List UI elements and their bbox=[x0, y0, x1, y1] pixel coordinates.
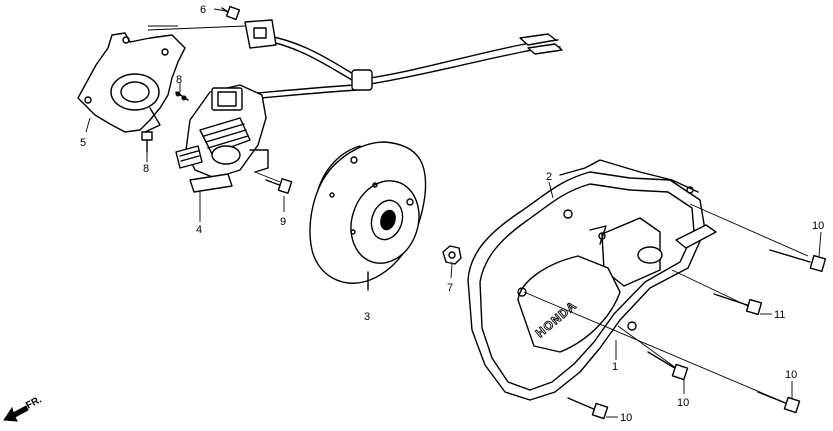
screw-8-upper bbox=[175, 91, 189, 101]
callout-10-top: 10 bbox=[812, 220, 824, 232]
callout-6: 6 bbox=[200, 4, 206, 16]
callout-1: 1 bbox=[612, 361, 618, 373]
callout-2: 2 bbox=[546, 171, 552, 183]
bolt-10-center bbox=[617, 325, 689, 381]
connector-left bbox=[519, 33, 557, 46]
leader-lines bbox=[85, 8, 822, 418]
left-crankcase-cover bbox=[467, 159, 717, 401]
callout-10-center: 10 bbox=[677, 397, 689, 409]
wire-harness bbox=[147, 19, 563, 101]
screw-9 bbox=[254, 171, 293, 194]
bolt-10-top bbox=[689, 203, 827, 273]
bolt-10-right bbox=[523, 291, 801, 414]
flywheel-nut-7 bbox=[442, 245, 462, 265]
callout-10-bottom: 10 bbox=[620, 412, 632, 424]
callout-7: 7 bbox=[447, 282, 453, 294]
stator-assembly bbox=[175, 84, 269, 193]
callout-3: 3 bbox=[364, 311, 370, 323]
callout-11: 11 bbox=[774, 309, 785, 321]
screw-8-lower bbox=[141, 131, 153, 153]
callout-9: 9 bbox=[280, 216, 286, 228]
flywheel bbox=[309, 141, 427, 291]
callout-8-lower: 8 bbox=[143, 163, 149, 175]
callout-10-right: 10 bbox=[785, 369, 797, 381]
wire-clamp bbox=[351, 69, 373, 91]
callout-5: 5 bbox=[80, 137, 86, 149]
timing-hole bbox=[637, 246, 663, 264]
bolt-11 bbox=[671, 269, 763, 316]
connector-right bbox=[527, 43, 563, 55]
callout-4: 4 bbox=[196, 224, 202, 236]
stator-coil-block bbox=[211, 87, 243, 111]
bolt-10-bottom bbox=[567, 397, 609, 420]
direction-marker: FR. bbox=[24, 394, 44, 411]
pulse-generator-bracket bbox=[77, 32, 186, 133]
screw-6 bbox=[221, 5, 241, 21]
callout-8-upper: 8 bbox=[176, 74, 182, 86]
front-direction-arrow: FR. bbox=[3, 394, 44, 422]
